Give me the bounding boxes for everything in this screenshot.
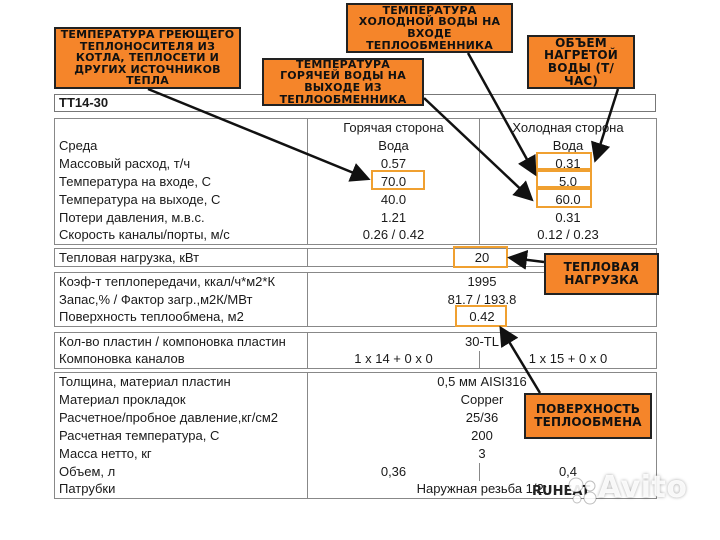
table-row: Поверхность теплообмена, м2 0.42 (54, 308, 657, 327)
highlight-heat-load (453, 246, 508, 268)
table-row: Объем, л 0,36 0,4 (54, 462, 657, 481)
row-label: Температура на выходе, С (54, 190, 308, 209)
header-empty (54, 118, 308, 137)
table-row: Кол-во пластин / компоновка пластин 30-T… (54, 332, 657, 351)
hot-value: Вода (307, 136, 480, 155)
table-row: Патрубки Наружная резьба 1/2; (54, 480, 657, 499)
cold-value: 0.31 (479, 208, 657, 227)
callout-cold-in-temp: Температура холодной воды на входе тепло… (346, 3, 513, 53)
row-label: Скорость каналы/порты, м/с (54, 226, 308, 245)
row-label: Коэф-т теплопередачи, ккал/ч*м2*К (54, 272, 308, 291)
highlight-cold-flow (536, 152, 592, 170)
cold-value: 1 x 15 + 0 x 0 (479, 350, 657, 369)
callout-heat-load: Тепловая нагрузка (544, 253, 659, 295)
cold-value: 0,4 (479, 462, 657, 481)
highlight-hot-inlet (371, 170, 425, 190)
hot-value: 1 x 14 + 0 x 0 (307, 350, 480, 369)
row-label: Расчетная температура, С (54, 426, 308, 445)
highlight-surface (455, 305, 507, 327)
row-label: Расчетное/пробное давление,кг/см2 (54, 408, 308, 427)
value: 3 (307, 444, 657, 463)
row-label: Масса нетто, кг (54, 444, 308, 463)
avito-logo-icon (568, 477, 597, 505)
callout-volume-heated: Объем нагретой воды (т/час) (527, 35, 635, 89)
callout-hot-out-temp: Температура горячей воды на выходе из те… (262, 58, 424, 106)
header-hot: Горячая сторона (307, 118, 480, 137)
hot-value: 0,36 (307, 462, 480, 481)
avito-watermark: Avito (598, 470, 688, 505)
table-row: Потери давления, м.в.с. 1.21 0.31 (54, 208, 657, 227)
table-row: Запас,% / Фактор загр.,м2К/МВт 81.7 / 19… (54, 290, 657, 309)
row-label: Кол-во пластин / компоновка пластин (54, 332, 308, 351)
row-label: Объем, л (54, 462, 308, 481)
plates-table: Кол-во пластин / компоновка пластин 30-T… (54, 332, 657, 369)
callout-surface: Поверхность теплообмена (524, 393, 652, 439)
row-label: Патрубки (54, 480, 308, 499)
row-label: Температура на входе, С (54, 172, 308, 191)
value: 0,5 мм AISI316 (307, 372, 657, 391)
row-label: Среда (54, 136, 308, 155)
header-cold: Холодная сторона (479, 118, 657, 137)
hot-value: 40.0 (307, 190, 480, 209)
table-row: Компоновка каналов 1 x 14 + 0 x 0 1 x 15… (54, 350, 657, 369)
callout-heating-temp: Температура греющего теплоносителя из ко… (54, 27, 241, 89)
row-label: Толщина, материал пластин (54, 372, 308, 391)
row-label: Массовый расход, т/ч (54, 154, 308, 173)
table-header-row: Горячая сторона Холодная сторона (54, 118, 657, 137)
row-label: Запас,% / Фактор загр.,м2К/МВт (54, 290, 308, 309)
table-row: Толщина, материал пластин 0,5 мм AISI316 (54, 372, 657, 391)
row-label: Тепловая нагрузка, кВт (54, 248, 308, 267)
cold-value: 0.12 / 0.23 (479, 226, 657, 245)
row-label: Поверхность теплообмена, м2 (54, 308, 308, 327)
value: 81.7 / 193.8 (307, 290, 657, 309)
table-row: Масса нетто, кг 3 (54, 444, 657, 463)
hot-value: 0.26 / 0.42 (307, 226, 480, 245)
highlight-cold-outlet (536, 188, 592, 208)
hot-value: 1.21 (307, 208, 480, 227)
highlight-cold-inlet (536, 170, 592, 188)
value: 30-TL (307, 332, 657, 351)
table-row: Скорость каналы/порты, м/с 0.26 / 0.42 0… (54, 226, 657, 245)
row-label: Материал прокладок (54, 390, 308, 409)
row-label: Потери давления, м.в.с. (54, 208, 308, 227)
row-label: Компоновка каналов (54, 350, 308, 369)
